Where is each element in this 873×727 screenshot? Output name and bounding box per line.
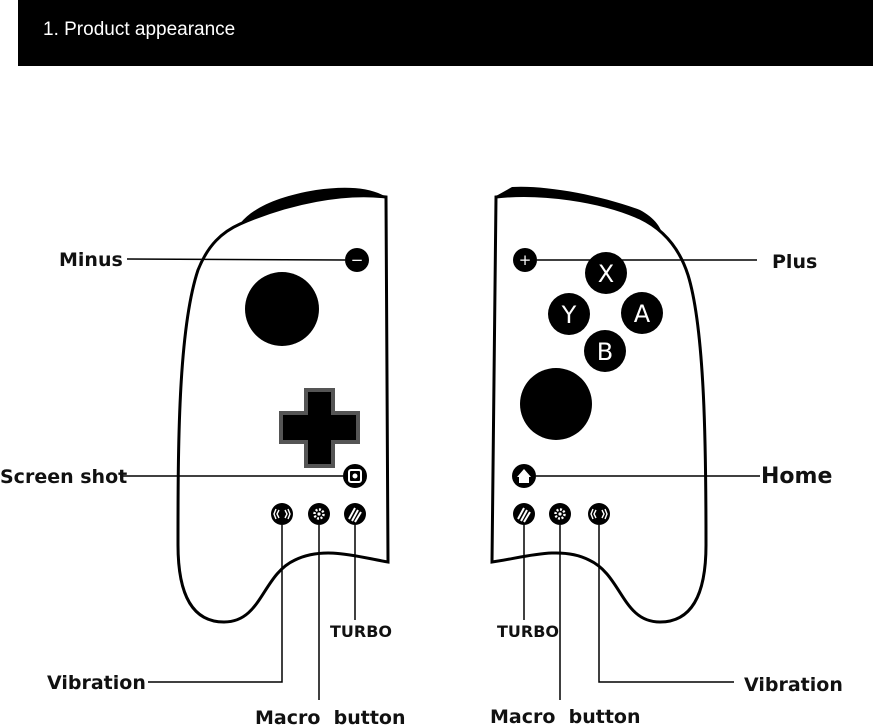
screenshot-button: [343, 464, 367, 488]
minus-button: −: [345, 248, 369, 272]
minus-label: Minus: [59, 249, 123, 271]
y-button-label: Y: [561, 301, 577, 329]
left-vibration-label: Vibration: [47, 672, 146, 694]
right-joystick: [520, 368, 592, 440]
left-controller: −: [122, 187, 390, 700]
a-button: A: [621, 292, 663, 334]
minus-leader-line: [126, 258, 346, 261]
plus-button: +: [513, 248, 537, 272]
home-button: [512, 464, 536, 488]
minus-button-symbol: −: [351, 251, 364, 269]
screenshot-icon: [348, 469, 362, 483]
left-macro-button-label: Macro button: [255, 707, 406, 727]
turbo-icon: [348, 507, 362, 523]
left-turbo-button: [344, 503, 366, 525]
section-title: 1. Product appearance: [43, 19, 236, 40]
left-turbo-label: TURBO: [330, 622, 392, 641]
gear-icon: [313, 508, 325, 520]
left-joystick: [245, 272, 319, 346]
screen-shot-label: Screen shot: [0, 466, 127, 488]
left-controller-body: [176, 194, 390, 624]
y-button: Y: [548, 293, 590, 335]
right-turbo-label: TURBO: [497, 622, 559, 641]
right-vibration-button: [588, 503, 610, 525]
section-header: 1. Product appearance: [18, 0, 873, 66]
plus-label: Plus: [772, 251, 817, 273]
left-vibration-button: [271, 503, 293, 525]
vibration-icon: [273, 508, 291, 520]
vibration-icon: [590, 508, 608, 520]
right-vibration-label: Vibration: [744, 674, 843, 696]
gear-icon: [554, 508, 566, 520]
turbo-icon: [517, 507, 531, 523]
dpad: [279, 388, 360, 468]
x-button: X: [585, 252, 627, 294]
right-turbo-button: [513, 503, 535, 525]
right-macro-button: [549, 503, 571, 525]
home-label: Home: [761, 464, 832, 489]
left-vibration-leader-line: [148, 525, 283, 683]
plus-button-symbol: +: [519, 251, 532, 269]
b-button: B: [584, 330, 626, 372]
b-button-label: B: [597, 338, 613, 366]
home-icon: [517, 469, 531, 483]
x-button-label: X: [598, 260, 614, 288]
right-vibration-leader-line: [598, 525, 734, 683]
right-controller: X Y A B +: [490, 186, 760, 700]
left-macro-button: [308, 503, 330, 525]
a-button-label: A: [634, 300, 651, 328]
right-macro-button-label: Macro button: [490, 706, 641, 727]
